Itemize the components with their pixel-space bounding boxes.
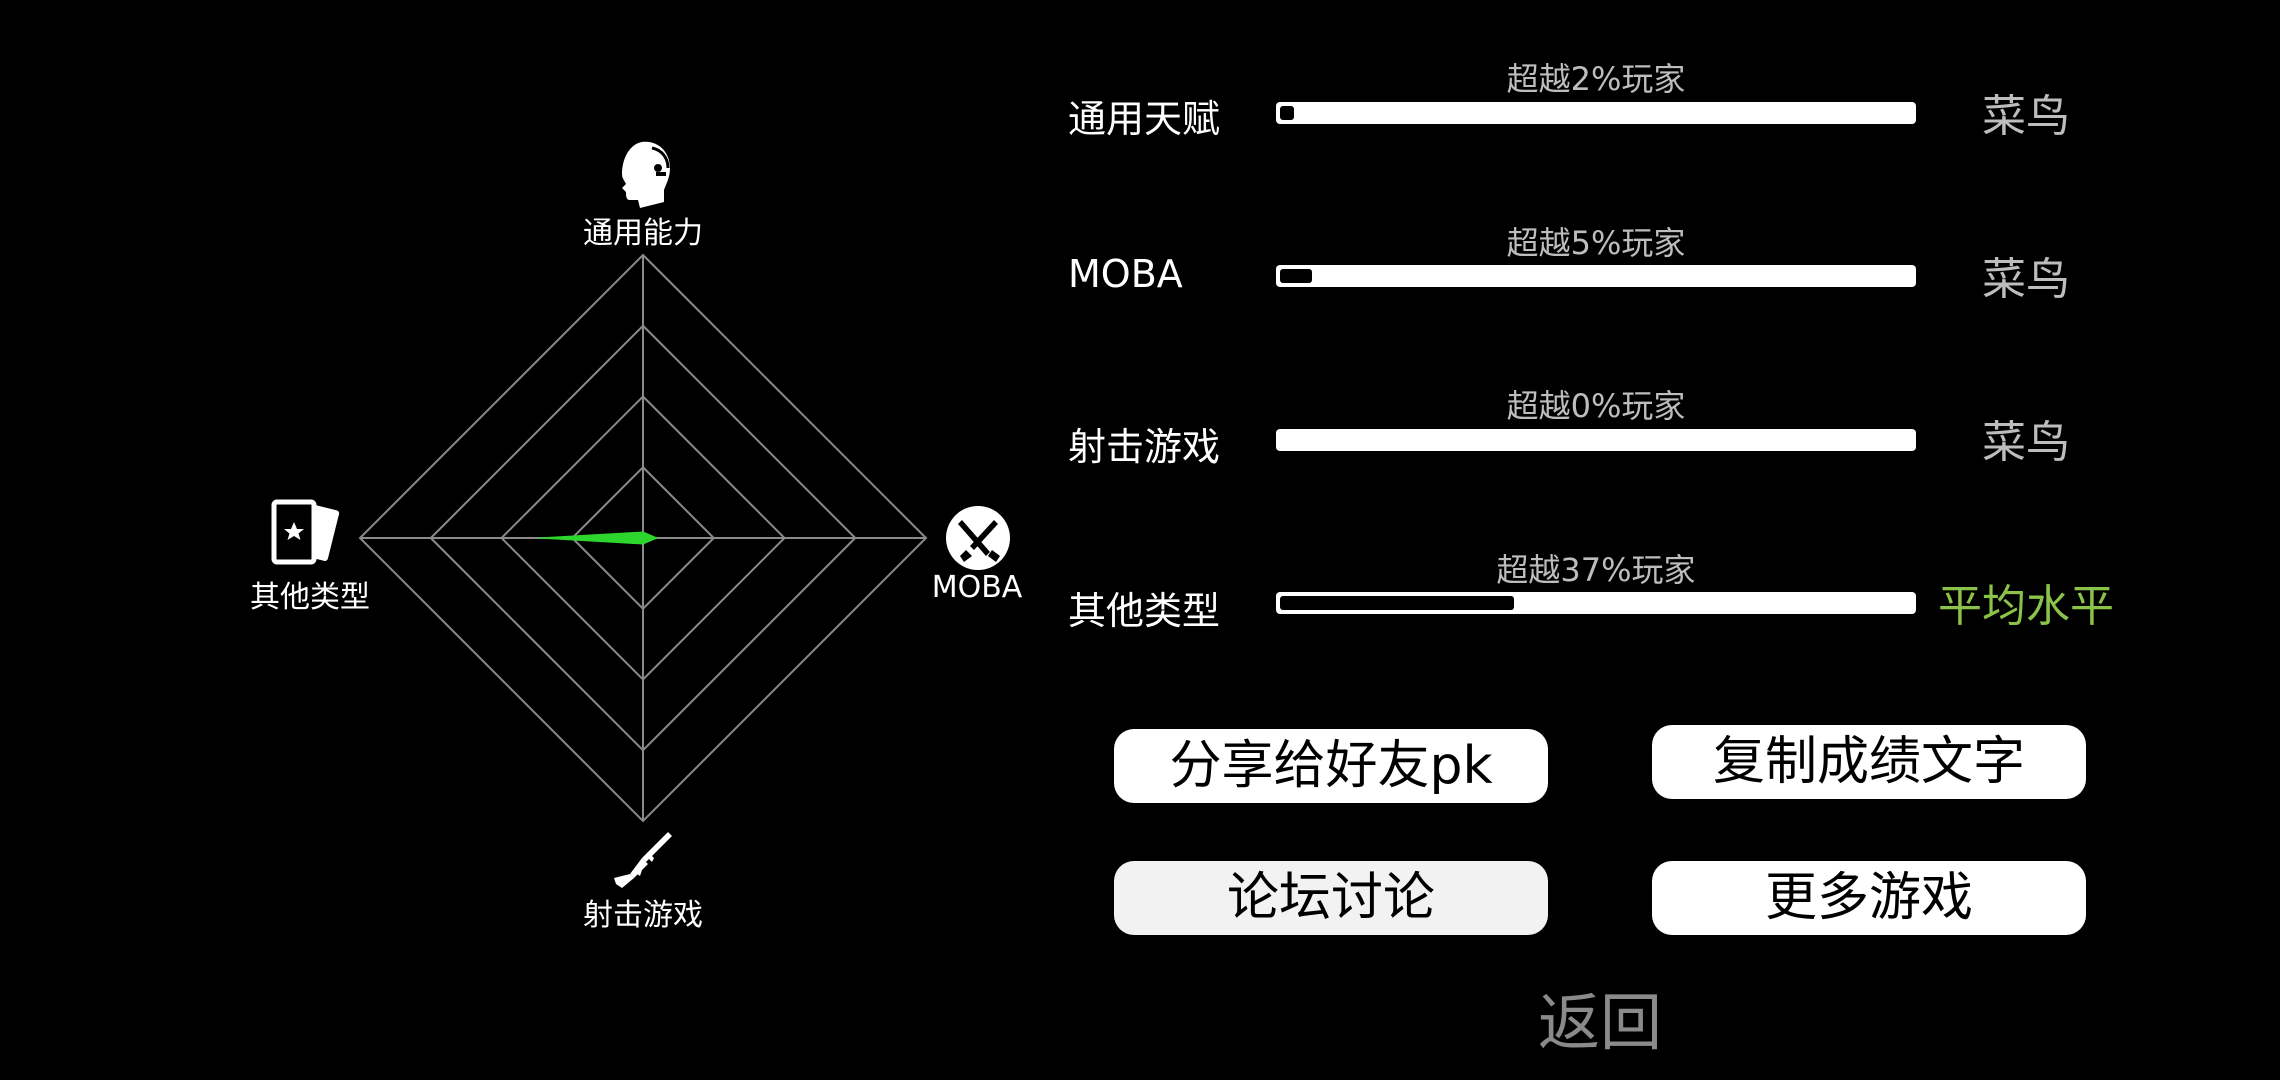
more-games-button[interactable]: 更多游戏	[1652, 861, 2086, 935]
stat-label: MOBA	[1068, 252, 1183, 296]
stat-percent-text: 超越37%玩家	[1496, 551, 1696, 589]
stat-progress-fill	[1280, 269, 1312, 283]
stat-rank: 菜鸟	[1982, 417, 2070, 468]
radar-value-shape	[538, 531, 659, 545]
back-button[interactable]: 返回	[1537, 986, 1662, 1059]
stat-rank: 菜鸟	[1982, 254, 2070, 305]
share-to-friend-button[interactable]: 分享给好友pk	[1114, 729, 1548, 803]
stat-percent-text: 超越2%玩家	[1506, 60, 1686, 98]
head-profile-icon	[622, 141, 670, 208]
stat-percent-text: 超越5%玩家	[1506, 224, 1686, 262]
axis-label-left: 其他类型	[250, 580, 370, 615]
stat-rank: 平均水平	[1938, 581, 2114, 632]
stat-progress-bar	[1276, 429, 1916, 451]
stat-progress-bar	[1276, 592, 1916, 614]
stat-rank: 菜鸟	[1982, 91, 2070, 142]
copy-results-button[interactable]: 复制成绩文字	[1652, 725, 2086, 799]
axis-label-top: 通用能力	[583, 216, 703, 251]
stat-label: 射击游戏	[1068, 425, 1221, 469]
axis-label-bottom: 射击游戏	[583, 898, 703, 933]
stat-progress-bar	[1276, 265, 1916, 287]
stat-label: 其他类型	[1068, 589, 1221, 633]
forum-discussion-button[interactable]: 论坛讨论	[1114, 861, 1548, 935]
stat-progress-fill	[1280, 106, 1294, 120]
stat-percent-text: 超越0%玩家	[1506, 387, 1686, 425]
stat-progress-fill	[1280, 596, 1514, 610]
crossed-swords-icon	[946, 506, 1010, 570]
stat-progress-bar	[1276, 102, 1916, 124]
radar-chart	[358, 253, 928, 823]
axis-label-right: MOBA	[931, 570, 1023, 605]
star-cards-icon	[271, 499, 340, 565]
stat-label: 通用天赋	[1068, 97, 1221, 141]
rifle-icon	[614, 832, 672, 888]
